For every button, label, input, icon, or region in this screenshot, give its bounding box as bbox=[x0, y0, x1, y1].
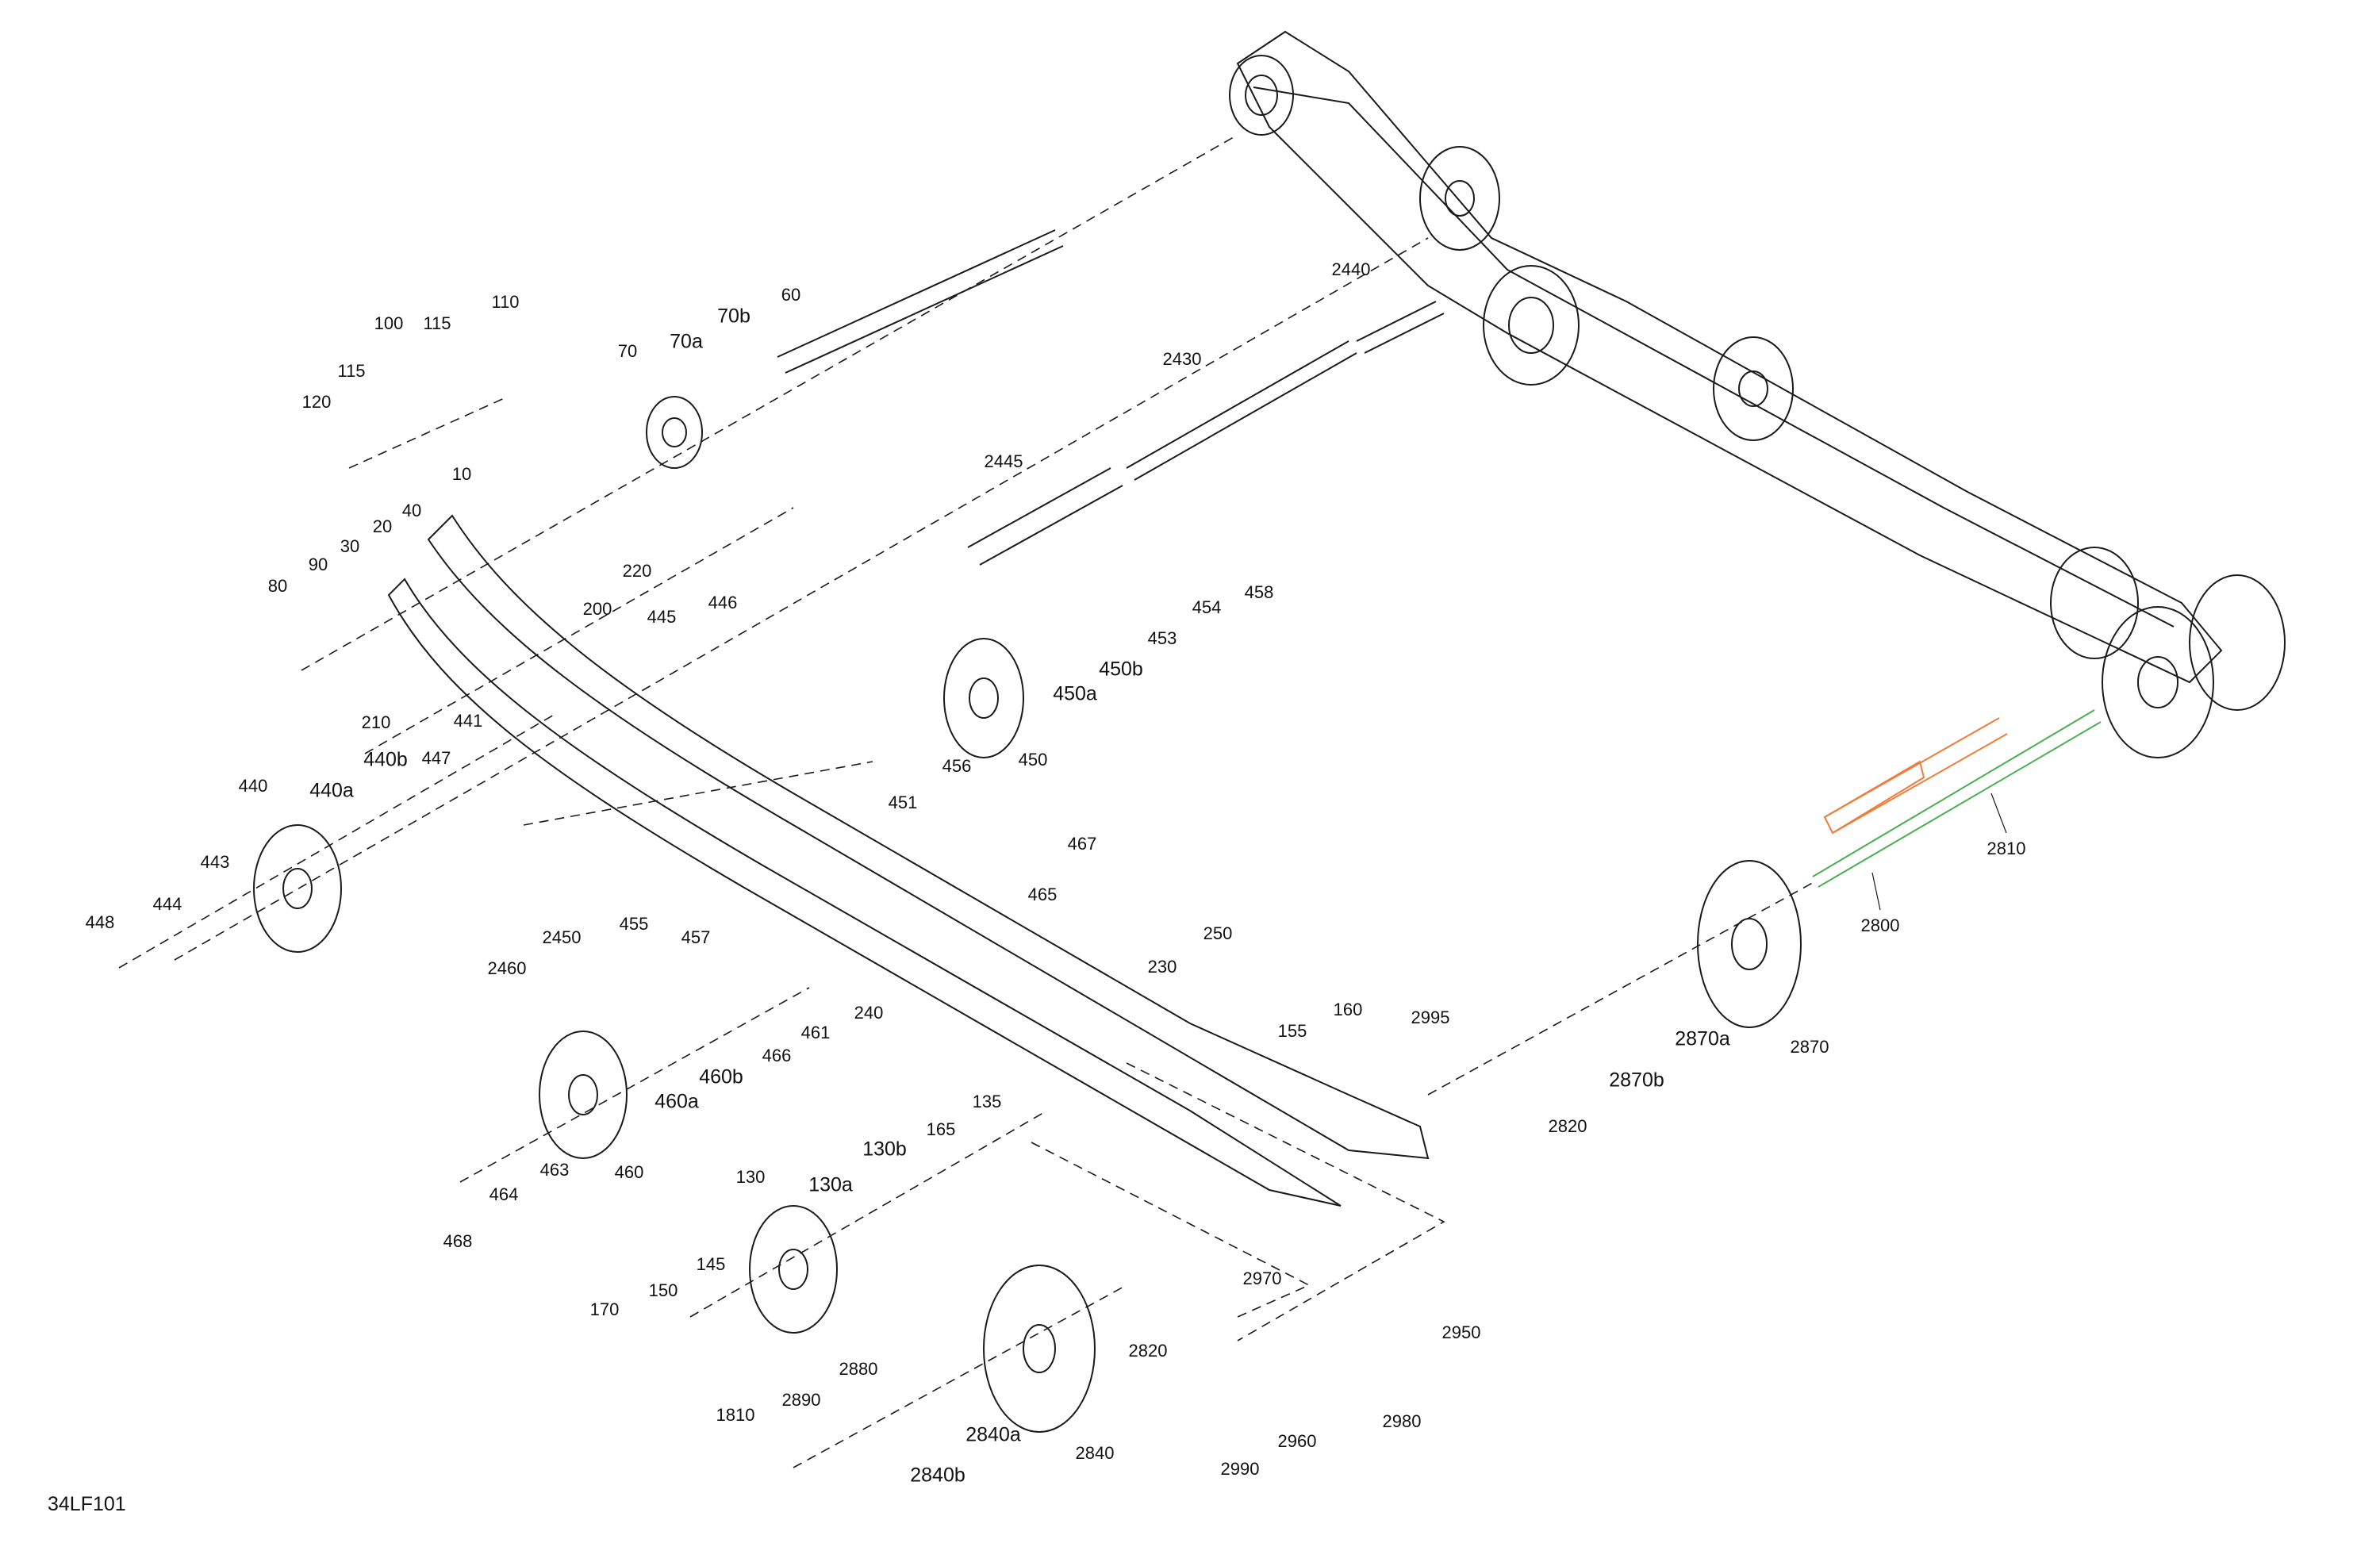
callout-label: 70b bbox=[717, 305, 750, 328]
callout-label: 2960 bbox=[1277, 1431, 1317, 1451]
callout-label: 440b bbox=[363, 748, 408, 771]
callout-label: 444 bbox=[152, 894, 182, 914]
callout-label: 2810 bbox=[1987, 839, 2026, 858]
callout-label: 453 bbox=[1147, 628, 1177, 648]
callout-label: 443 bbox=[200, 852, 230, 872]
callout-label: 2995 bbox=[1411, 1008, 1450, 1027]
callout-label: 2460 bbox=[487, 958, 527, 978]
callout-label: 460b bbox=[699, 1065, 743, 1088]
callout-label: 457 bbox=[681, 927, 711, 947]
callout-label: 90 bbox=[308, 555, 328, 574]
slide-rails bbox=[387, 514, 1430, 1207]
callout-label: 80 bbox=[267, 576, 288, 596]
callout-label: 451 bbox=[888, 793, 918, 812]
callout-label: 467 bbox=[1067, 834, 1097, 854]
callout-label: 20 bbox=[372, 516, 393, 536]
callout-label: 440 bbox=[238, 776, 268, 796]
callout-label: 2890 bbox=[781, 1390, 821, 1410]
callout-label: 446 bbox=[708, 593, 738, 612]
callout-label: 135 bbox=[972, 1092, 1002, 1111]
callout-label: 2840 bbox=[1075, 1443, 1115, 1463]
callout-label: 455 bbox=[619, 914, 649, 934]
shafts bbox=[777, 229, 1445, 566]
callout-label: 2870a bbox=[1675, 1027, 1730, 1050]
assembly-guide-lines bbox=[118, 134, 1818, 1468]
callout-label: 2840b bbox=[910, 1464, 965, 1487]
callout-label: 115 bbox=[337, 361, 366, 381]
callout-label: 145 bbox=[696, 1254, 726, 1274]
callout-label: 240 bbox=[854, 1003, 884, 1023]
callout-label: 1810 bbox=[716, 1405, 755, 1425]
callout-label: 165 bbox=[926, 1119, 956, 1139]
callout-label: 40 bbox=[401, 501, 422, 520]
callout-label: 450b bbox=[1099, 658, 1143, 681]
wheels bbox=[253, 396, 1802, 1433]
callout-label: 445 bbox=[647, 607, 677, 627]
callout-label: 220 bbox=[622, 561, 652, 581]
callout-label: 466 bbox=[762, 1046, 792, 1065]
callout-label: 454 bbox=[1192, 597, 1222, 617]
callout-label: 440a bbox=[309, 779, 354, 802]
callout-label: 460a bbox=[654, 1090, 699, 1113]
callout-label: 100 bbox=[374, 313, 404, 333]
callout-label: 2820 bbox=[1128, 1341, 1168, 1361]
callout-label: 2980 bbox=[1382, 1411, 1422, 1431]
callout-label: 460 bbox=[614, 1162, 644, 1182]
callout-label: 70a bbox=[670, 330, 703, 353]
callout-label: 130b bbox=[862, 1138, 907, 1161]
callout-label: 2870 bbox=[1790, 1037, 1829, 1057]
callout-label: 450 bbox=[1018, 750, 1048, 770]
callout-label: 450a bbox=[1053, 682, 1097, 705]
leader-lines bbox=[1871, 793, 2007, 911]
callout-label: 130a bbox=[808, 1173, 853, 1196]
callout-label: 2440 bbox=[1331, 259, 1371, 279]
callout-label: 468 bbox=[443, 1231, 473, 1251]
callout-label: 2950 bbox=[1441, 1322, 1481, 1342]
callout-label: 155 bbox=[1277, 1021, 1307, 1041]
callout-label: 2990 bbox=[1220, 1459, 1260, 1479]
callout-label: 461 bbox=[800, 1023, 831, 1042]
callout-label: 441 bbox=[453, 711, 483, 731]
callout-label: 60 bbox=[781, 285, 801, 305]
callout-label: 464 bbox=[489, 1184, 519, 1204]
callout-label: 2880 bbox=[839, 1359, 878, 1379]
callout-label: 448 bbox=[85, 912, 115, 932]
document-id: 34LF101 bbox=[48, 1493, 126, 1515]
callout-label: 465 bbox=[1027, 885, 1058, 904]
callout-label: 150 bbox=[648, 1280, 678, 1300]
callout-label: 456 bbox=[942, 756, 972, 776]
callout-label: 2445 bbox=[984, 451, 1023, 471]
callout-label: 458 bbox=[1244, 582, 1274, 602]
callout-label: 2430 bbox=[1162, 349, 1202, 369]
callout-label: 130 bbox=[735, 1167, 766, 1187]
callout-label: 170 bbox=[589, 1299, 620, 1319]
callout-label: 120 bbox=[301, 392, 332, 412]
callout-label: 30 bbox=[340, 536, 360, 556]
callout-label: 200 bbox=[582, 599, 612, 619]
callout-label: 2800 bbox=[1860, 915, 1900, 935]
callout-label: 10 bbox=[451, 464, 472, 484]
callout-label: 210 bbox=[361, 712, 391, 732]
callout-label: 110 bbox=[491, 292, 520, 312]
callout-label: 160 bbox=[1333, 1000, 1363, 1019]
callout-label: 2970 bbox=[1242, 1269, 1282, 1288]
callout-label: 115 bbox=[423, 313, 451, 333]
callout-label: 2840a bbox=[965, 1423, 1021, 1446]
callout-label: 70 bbox=[617, 341, 638, 361]
callout-label: 2820 bbox=[1548, 1116, 1587, 1136]
callout-label: 2450 bbox=[542, 927, 582, 947]
callout-label: 230 bbox=[1147, 957, 1177, 977]
callout-label: 2870b bbox=[1609, 1069, 1664, 1092]
callout-label: 447 bbox=[421, 748, 451, 768]
upper-rail-assembly bbox=[1229, 30, 2286, 758]
highlighted-shaft bbox=[1812, 709, 2102, 888]
callout-label: 250 bbox=[1203, 923, 1233, 943]
callout-label: 463 bbox=[539, 1160, 570, 1180]
